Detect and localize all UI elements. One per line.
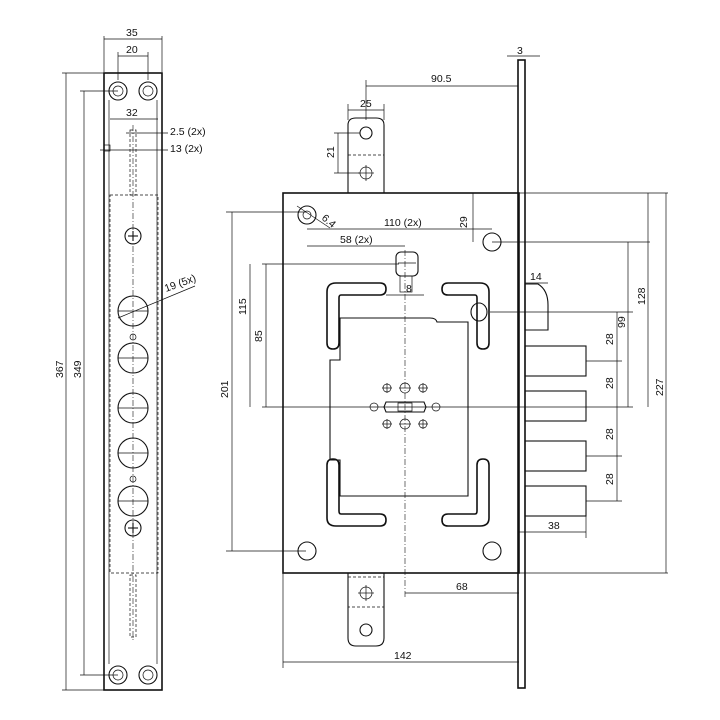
guide-slots [326,282,490,527]
deadbolts [524,283,587,517]
dim-142: 142 [394,650,412,662]
dim-99: 99 [616,316,628,328]
dim-349: 349 [72,360,84,378]
dim-28-d: 28 [604,473,616,485]
dim-227: 227 [654,378,666,396]
dim-90-5: 90.5 [431,73,452,85]
inner-plate [329,317,469,497]
dim-20: 20 [126,44,138,56]
dim-68: 68 [456,581,468,593]
dim-21: 21 [325,146,337,158]
dim-38: 38 [548,520,560,532]
deadbolt-4 [524,485,587,517]
dim-28-c: 28 [604,428,616,440]
dim-115: 115 [237,298,249,315]
dim-14: 14 [530,271,542,283]
deadbolt-2 [524,390,587,422]
dim-32: 32 [126,107,138,119]
dim-3: 3 [517,45,523,57]
dim-19-5x: 19 (5x) [163,272,198,294]
dim-25: 25 [360,98,372,110]
faceplate-screws [124,227,142,537]
faceplate-outline [103,72,163,691]
dim-110-2x: 110 (2x) [384,217,422,229]
top-mounting-tab [347,117,385,193]
lock-body-view: 3 90.5 25 21 6.4 110 (2x) 29 58 (2x) 8 1… [219,45,668,689]
faceplate-view: 35 20 32 2.5 (2x) 13 (2x) 19 (5x) 367 34… [54,27,206,691]
dim-85: 85 [253,330,265,342]
lock-case-hidden-outline [109,194,159,574]
case-fixing-holes [297,205,502,561]
dim-35: 35 [126,27,138,39]
dim-367: 367 [54,360,66,378]
dim-13-2x: 13 (2x) [170,143,203,155]
dim-6-4: 6.4 [319,212,338,231]
faceplate-bolt-holes [117,295,149,517]
dim-28-b: 28 [604,377,616,389]
dim-29: 29 [458,216,470,228]
latch-bolt [524,283,549,331]
latch-slot [470,302,488,322]
dim-201: 201 [219,380,231,398]
deadbolt-1 [524,345,587,377]
dim-2-5-2x: 2.5 (2x) [170,126,206,138]
dim-28-a: 28 [604,333,616,345]
dim-8: 8 [406,283,412,295]
bottom-mounting-tab [347,573,385,647]
dim-128: 128 [636,287,648,305]
lock-case [282,192,520,574]
deadbolt-3 [524,440,587,472]
dim-58-2x: 58 (2x) [340,234,373,246]
